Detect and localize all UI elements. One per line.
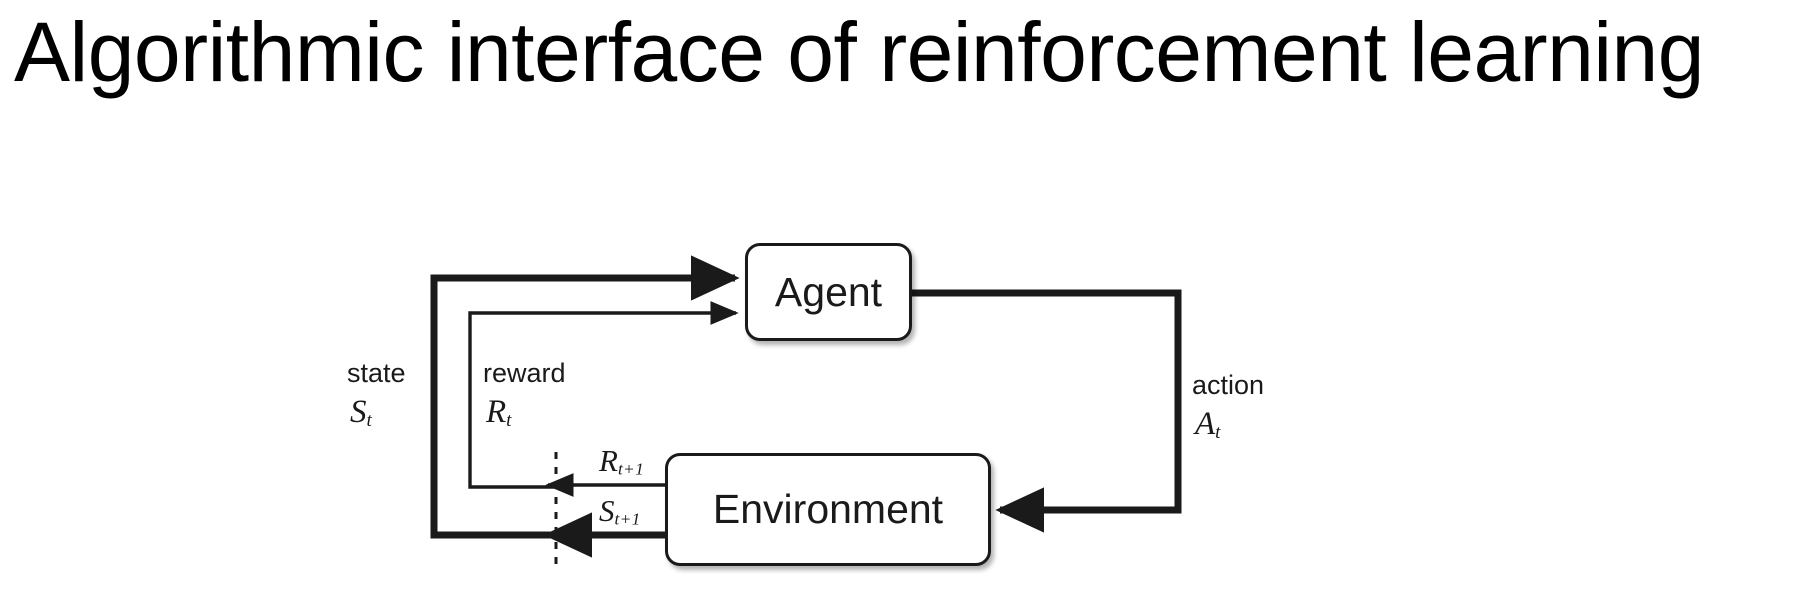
state-next-edge-label: St+1 (599, 495, 641, 528)
state-label-symbol: St (350, 394, 406, 432)
reward-symbol-base: R (486, 394, 507, 430)
reward-next-symbol-subscript: t+1 (617, 459, 645, 479)
reward-next-symbol-base: R (599, 443, 618, 478)
agent-node: Agent (745, 243, 912, 341)
state-edge-label: state St (347, 358, 406, 432)
reward-next-symbol: Rt+1 (599, 445, 644, 478)
state-symbol-subscript: t (366, 410, 373, 432)
action-label-symbol: At (1195, 406, 1264, 444)
reward-label-symbol: Rt (486, 394, 566, 432)
state-next-symbol-subscript: t+1 (614, 509, 641, 529)
action-edge-label: action At (1192, 370, 1265, 444)
reward-edge-label: reward Rt (483, 358, 566, 432)
state-symbol-base: S (350, 394, 367, 430)
action-label-word: action (1192, 370, 1265, 400)
action-symbol-subscript: t (1215, 422, 1221, 444)
state-label-word: state (347, 358, 406, 388)
state-next-symbol-base: S (599, 493, 615, 528)
environment-node: Environment (665, 453, 991, 566)
agent-node-label: Agent (774, 268, 883, 315)
page-title: Algorithmic interface of reinforcement l… (14, 5, 1704, 99)
reward-symbol-subscript: t (506, 410, 512, 432)
environment-node-label: Environment (712, 486, 944, 532)
edge-action-to-environment (910, 289, 1182, 533)
reward-next-edge-label: Rt+1 (599, 445, 644, 478)
edge-reward-to-agent (468, 301, 739, 489)
action-symbol-base: A (1195, 406, 1216, 442)
reward-label-word: reward (483, 358, 566, 388)
edge-state-to-agent (430, 255, 740, 539)
state-next-symbol: St+1 (599, 495, 641, 528)
